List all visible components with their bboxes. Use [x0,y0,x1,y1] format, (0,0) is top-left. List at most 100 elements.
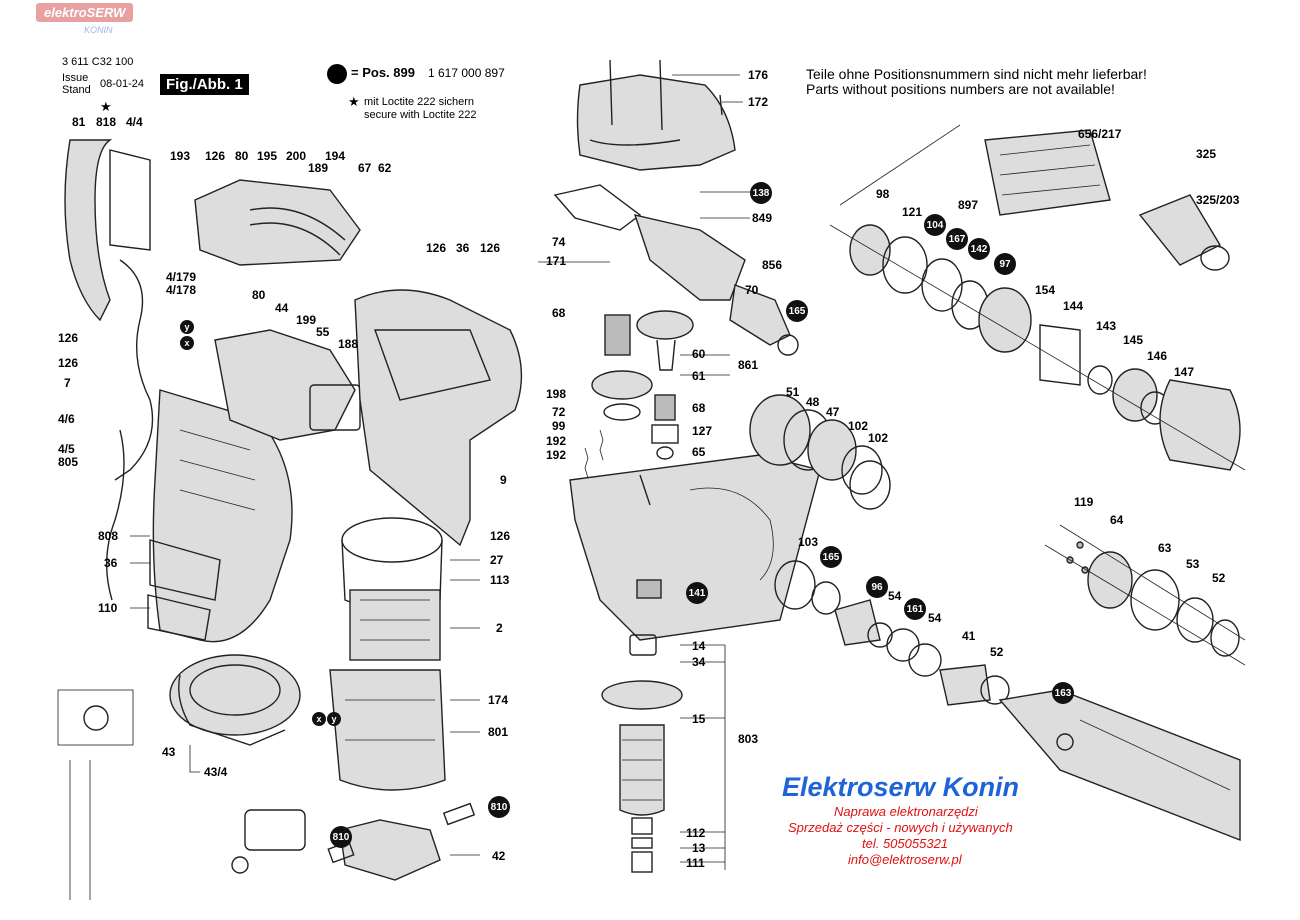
part-number: 3 611 C32 100 [62,56,134,68]
label-99: 99 [552,419,566,433]
contact-line-1: Naprawa elektronarzędzi [834,804,978,819]
label-4-178: 4/178 [166,283,197,297]
label-176: 176 [748,68,769,82]
label-53: 53 [1186,557,1200,571]
badge-138: 138 [750,182,772,204]
loctite-de: mit Loctite 222 sichern [364,96,475,108]
label-4-179: 4/179 [166,270,197,284]
label-849: 849 [752,211,773,225]
badge-142: 142 [968,238,990,260]
contact-phone: tel. 505055321 [862,836,949,851]
label-126-e: 126 [58,356,79,370]
badge-161: 161 [904,598,926,620]
label-111: 111 [686,856,705,870]
label-42: 42 [492,849,506,863]
label-188: 188 [338,337,359,351]
label-192-a: 192 [546,434,567,448]
label-113: 113 [490,573,510,587]
label-2: 2 [496,621,503,635]
label-102-a: 102 [848,419,869,433]
label-803: 803 [738,732,759,746]
label-7: 7 [64,376,71,390]
label-34: 34 [692,655,706,669]
pos-note: = Pos. 899 [351,65,415,80]
notice-de: Teile ohne Positionsnummern sind nicht m… [806,66,1147,82]
issue-date: 08-01-24 [100,78,145,90]
badge-163: 163 [1052,682,1074,704]
badge-165-b: 165 [820,546,842,568]
label-897: 897 [958,198,979,212]
figure-label: Fig./Abb. 1 [160,74,249,95]
label-195: 195 [257,149,278,163]
label-63: 63 [1158,541,1172,555]
contact-line-2: Sprzedaż części - nowych i używanych [788,820,1013,835]
label-55: 55 [316,325,330,339]
watermark-sub: KONIN [84,25,113,35]
label-193: 193 [170,149,191,163]
badge-165-a: 165 [786,300,808,322]
label-52-b: 52 [1212,571,1226,585]
label-126-a: 126 [205,149,226,163]
label-44: 44 [275,301,289,315]
badge-141: 141 [686,582,708,604]
label-36-a: 36 [456,241,470,255]
label-98: 98 [876,187,890,201]
label-192-b: 192 [546,448,567,462]
label-15: 15 [692,712,706,726]
label-68-a: 68 [552,306,566,320]
label-805: 805 [58,455,79,469]
label-325: 325 [1196,147,1217,161]
label-4-5: 4/5 [58,442,75,456]
badge-167: 167 [946,228,968,250]
label-43: 43 [162,745,176,759]
issue-label: Issue [62,72,89,84]
label-325-203: 325/203 [1196,193,1240,207]
contact-email: info@elektroserw.pl [848,852,962,867]
label-36-b: 36 [104,556,118,570]
label-861: 861 [738,358,759,372]
label-48: 48 [806,395,820,409]
label-171: 171 [546,254,567,268]
badge-y-1: y [180,320,194,334]
label-103: 103 [798,535,819,549]
label-119: 119 [1074,495,1094,509]
label-47: 47 [826,405,840,419]
label-54-a: 54 [888,589,902,603]
label-126-b: 126 [426,241,447,255]
label-67: 67 [358,161,372,175]
watermark-logo: elektroSERW [36,3,134,22]
badge-104: 104 [924,214,946,236]
label-64: 64 [1110,513,1124,527]
label-80-b: 80 [252,288,266,302]
badge-96: 96 [866,576,888,598]
label-27: 27 [490,553,504,567]
label-818: 818 [96,115,117,129]
label-43-4: 43/4 [204,765,228,779]
pos-dot-icon [327,64,347,84]
label-172: 172 [748,95,769,109]
label-68-b: 68 [692,401,706,415]
label-145: 145 [1123,333,1144,347]
label-126-d: 126 [58,331,79,345]
label-112: 112 [686,826,706,840]
label-174: 174 [488,693,509,707]
label-41: 41 [962,629,976,643]
notice-en: Parts without positions numbers are not … [806,81,1115,97]
label-81: 81 [72,115,86,129]
loctite-en: secure with Loctite 222 [364,109,477,121]
label-110: 110 [98,601,118,615]
label-60: 60 [692,347,706,361]
label-656-217: 656/217 [1078,127,1122,141]
label-51: 51 [786,385,800,399]
label-194: 194 [325,149,346,163]
star-icon: ★ [348,94,360,109]
label-65: 65 [692,445,706,459]
label-144: 144 [1063,299,1084,313]
badge-y-2: y [327,712,341,726]
star-818-icon: ★ [100,99,112,114]
label-80-a: 80 [235,149,249,163]
label-199: 199 [296,313,317,327]
label-143: 143 [1096,319,1117,333]
label-74: 74 [552,235,566,249]
